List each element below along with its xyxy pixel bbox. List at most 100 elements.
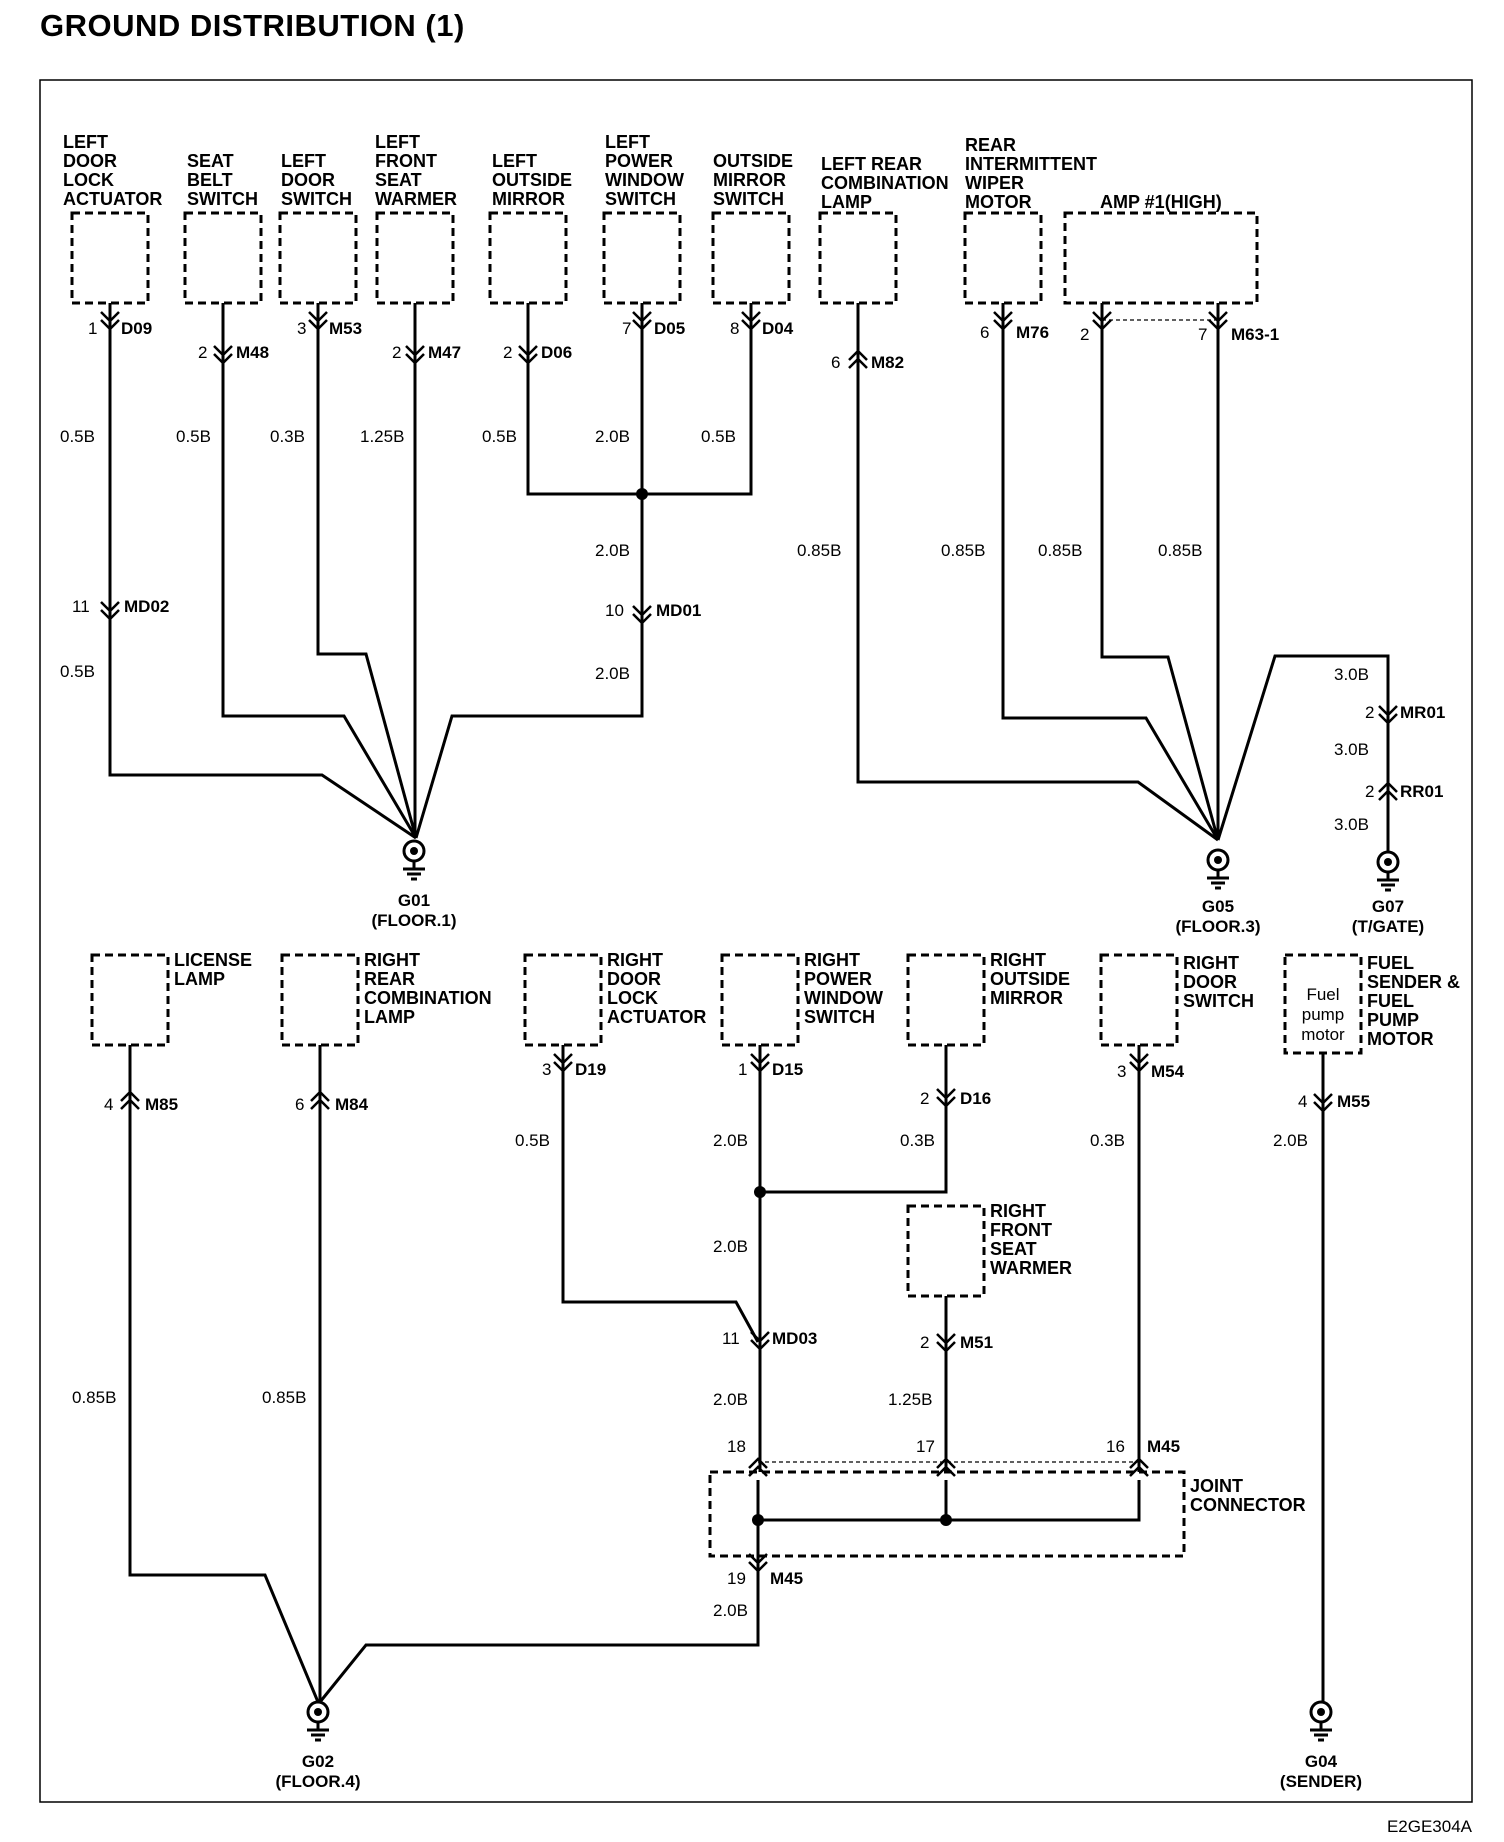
wire-spec: 0.3B <box>1090 1131 1125 1150</box>
splice-dot <box>754 1186 766 1198</box>
pin-number: 1 <box>88 319 97 338</box>
connector-code: M53 <box>329 319 362 338</box>
pin-number: 16 <box>1106 1437 1125 1456</box>
wire-spec: 0.5B <box>515 1131 550 1150</box>
right-power-window-switch-box <box>720 953 800 1047</box>
wire-spec: 2.0B <box>713 1390 748 1409</box>
pin-number: 4 <box>1298 1092 1307 1111</box>
wire <box>758 1480 1141 1522</box>
connector-code: M51 <box>960 1333 993 1352</box>
wire-spec: 0.85B <box>72 1388 116 1407</box>
pin-number: 3 <box>297 319 306 338</box>
ground-location: (SENDER) <box>1280 1772 1362 1791</box>
wire-spec: 2.0B <box>1273 1131 1308 1150</box>
connector-code: M63-1 <box>1231 325 1279 344</box>
wire <box>856 303 1219 842</box>
right-front-seat-warmer-box <box>906 1204 986 1298</box>
connector-code: M85 <box>145 1095 178 1114</box>
ground-id: G07 <box>1372 897 1404 916</box>
pin-number: 7 <box>1198 325 1207 344</box>
connector-code: MD03 <box>772 1329 817 1348</box>
wire-spec: 0.85B <box>941 541 985 560</box>
seat-belt-switch-box <box>183 211 263 305</box>
connector-code: MD01 <box>656 601 701 620</box>
wire <box>760 1045 948 1194</box>
ground-id: G02 <box>302 1752 334 1771</box>
ground-symbol <box>305 1700 331 1742</box>
wire-spec: 3.0B <box>1334 740 1369 759</box>
pin-number: 2 <box>920 1089 929 1108</box>
connector-code: D15 <box>772 1060 803 1079</box>
outside-mirror-switch-box <box>711 211 791 305</box>
pin-number: 2 <box>392 343 401 362</box>
amp-high-box <box>1063 211 1259 305</box>
connector-code: D09 <box>121 319 152 338</box>
pin-number: 10 <box>605 601 624 620</box>
connector-code: D05 <box>654 319 685 338</box>
left-rear-combination-lamp-box <box>818 211 898 305</box>
wire <box>414 303 644 839</box>
ground-id: G04 <box>1305 1752 1338 1771</box>
pin-number: 11 <box>72 597 90 616</box>
ground-id: G01 <box>398 891 430 910</box>
ground-symbol <box>1375 850 1401 892</box>
wire <box>1001 303 1220 841</box>
left-door-lock-actuator-box <box>70 211 150 305</box>
pin-number: 2 <box>1080 325 1089 344</box>
wire <box>1100 303 1220 841</box>
left-power-window-switch-box <box>602 211 682 305</box>
wire-spec: 0.85B <box>1038 541 1082 560</box>
connector-code: M47 <box>428 343 461 362</box>
ground-symbol <box>1205 848 1231 890</box>
wire-spec: 0.3B <box>900 1131 935 1150</box>
wire-spec: 2.0B <box>595 664 630 683</box>
connector-code: D19 <box>575 1060 606 1079</box>
wire-spec: 0.3B <box>270 427 305 446</box>
ground-location: (T/GATE) <box>1352 917 1424 936</box>
pin-number: 19 <box>727 1569 746 1588</box>
connector-code: D04 <box>762 319 794 338</box>
wire <box>221 303 418 839</box>
wire-spec: 0.85B <box>262 1388 306 1407</box>
right-rear-combination-lamp-box <box>280 953 360 1047</box>
splice-dot <box>940 1514 952 1526</box>
ground-id: G05 <box>1202 897 1234 916</box>
license-lamp-box <box>90 953 170 1047</box>
wire-spec: 2.0B <box>595 541 630 560</box>
pin-number: 2 <box>920 1333 929 1352</box>
right-outside-mirror-box <box>906 953 986 1047</box>
wire <box>318 1556 760 1703</box>
pin-number: 7 <box>622 319 631 338</box>
connector-code: D16 <box>960 1089 991 1108</box>
figure-code: E2GE304A <box>1387 1817 1473 1836</box>
right-door-switch-box <box>1099 953 1179 1047</box>
ground-location: (FLOOR.3) <box>1176 917 1261 936</box>
pin-number: 11 <box>722 1329 740 1348</box>
diagram-title: GROUND DISTRIBUTION (1) <box>40 8 465 43</box>
ground-location: (FLOOR.4) <box>276 1772 361 1791</box>
wire-spec: 3.0B <box>1334 815 1369 834</box>
wire-spec: 2.0B <box>713 1601 748 1620</box>
wire-spec: 1.25B <box>360 427 404 446</box>
wire-spec: 0.85B <box>797 541 841 560</box>
wire-spec: 3.0B <box>1334 665 1369 684</box>
pin-number: 1 <box>738 1060 747 1079</box>
wire-spec: 2.0B <box>713 1131 748 1150</box>
wire <box>316 303 418 839</box>
wire-spec: 2.0B <box>595 427 630 446</box>
splice-dot <box>636 488 648 500</box>
wire-spec: 0.5B <box>701 427 736 446</box>
pin-number: 6 <box>980 323 989 342</box>
connector-code: M54 <box>1151 1062 1185 1081</box>
connector-code: MD02 <box>124 597 169 616</box>
